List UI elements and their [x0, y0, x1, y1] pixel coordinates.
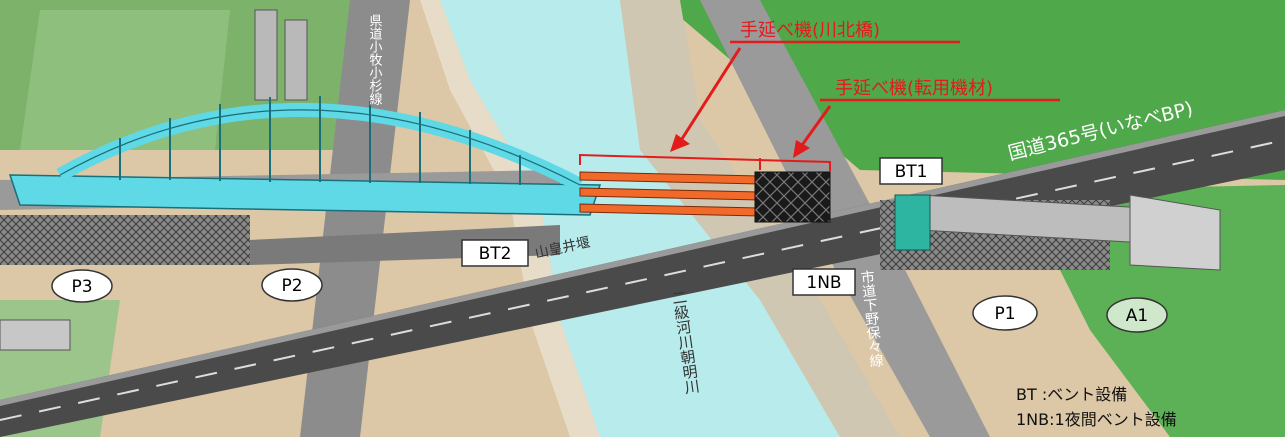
pier-p2: P2 — [261, 268, 323, 302]
callout-arrows — [670, 40, 1060, 158]
legend: BT :ベント設備 1NB:1夜間ベント設備 — [1016, 385, 1177, 429]
bent-bt2-label: BT2 — [479, 244, 512, 264]
prefectural-road-label: 県道小牧小杉線 — [367, 14, 383, 105]
abutment-a1 — [1129, 194, 1221, 271]
river-bank-left — [420, 0, 600, 437]
pier-p1-label: P1 — [994, 304, 1015, 324]
arch-bridge — [8, 96, 602, 216]
pier-p3-label: P3 — [71, 277, 92, 297]
bent-bt2: BT2 — [461, 239, 529, 267]
legend-bt: BT :ベント設備 — [1016, 385, 1127, 404]
bent-1nb: 1NB — [792, 268, 856, 296]
pier-a1-label: A1 — [1126, 306, 1148, 326]
grass-area — [660, 0, 1285, 180]
pier-a1: A1 — [1106, 297, 1168, 333]
field-left-2 — [20, 10, 230, 150]
legend-1nb: 1NB:1夜間ベント設備 — [1016, 410, 1177, 429]
nose-bracket — [579, 153, 831, 172]
river — [440, 0, 840, 437]
scaffold-p3 — [0, 215, 250, 265]
bent-bt1-label: BT1 — [895, 162, 928, 182]
launching-nose — [579, 171, 831, 223]
buildings — [0, 9, 308, 351]
national-road — [0, 110, 1285, 437]
bent-1nb-label: 1NB — [806, 273, 841, 293]
callout-kawakita: 手延べ機(川北橋) — [740, 20, 880, 41]
pier-p3: P3 — [51, 269, 113, 303]
bent-bt1: BT1 — [879, 157, 943, 185]
bt1-tower — [894, 194, 931, 251]
pier-p1: P1 — [972, 295, 1038, 331]
pier-p2-label: P2 — [281, 276, 302, 296]
callout-tenyo: 手延べ機(転用機材) — [835, 78, 993, 99]
